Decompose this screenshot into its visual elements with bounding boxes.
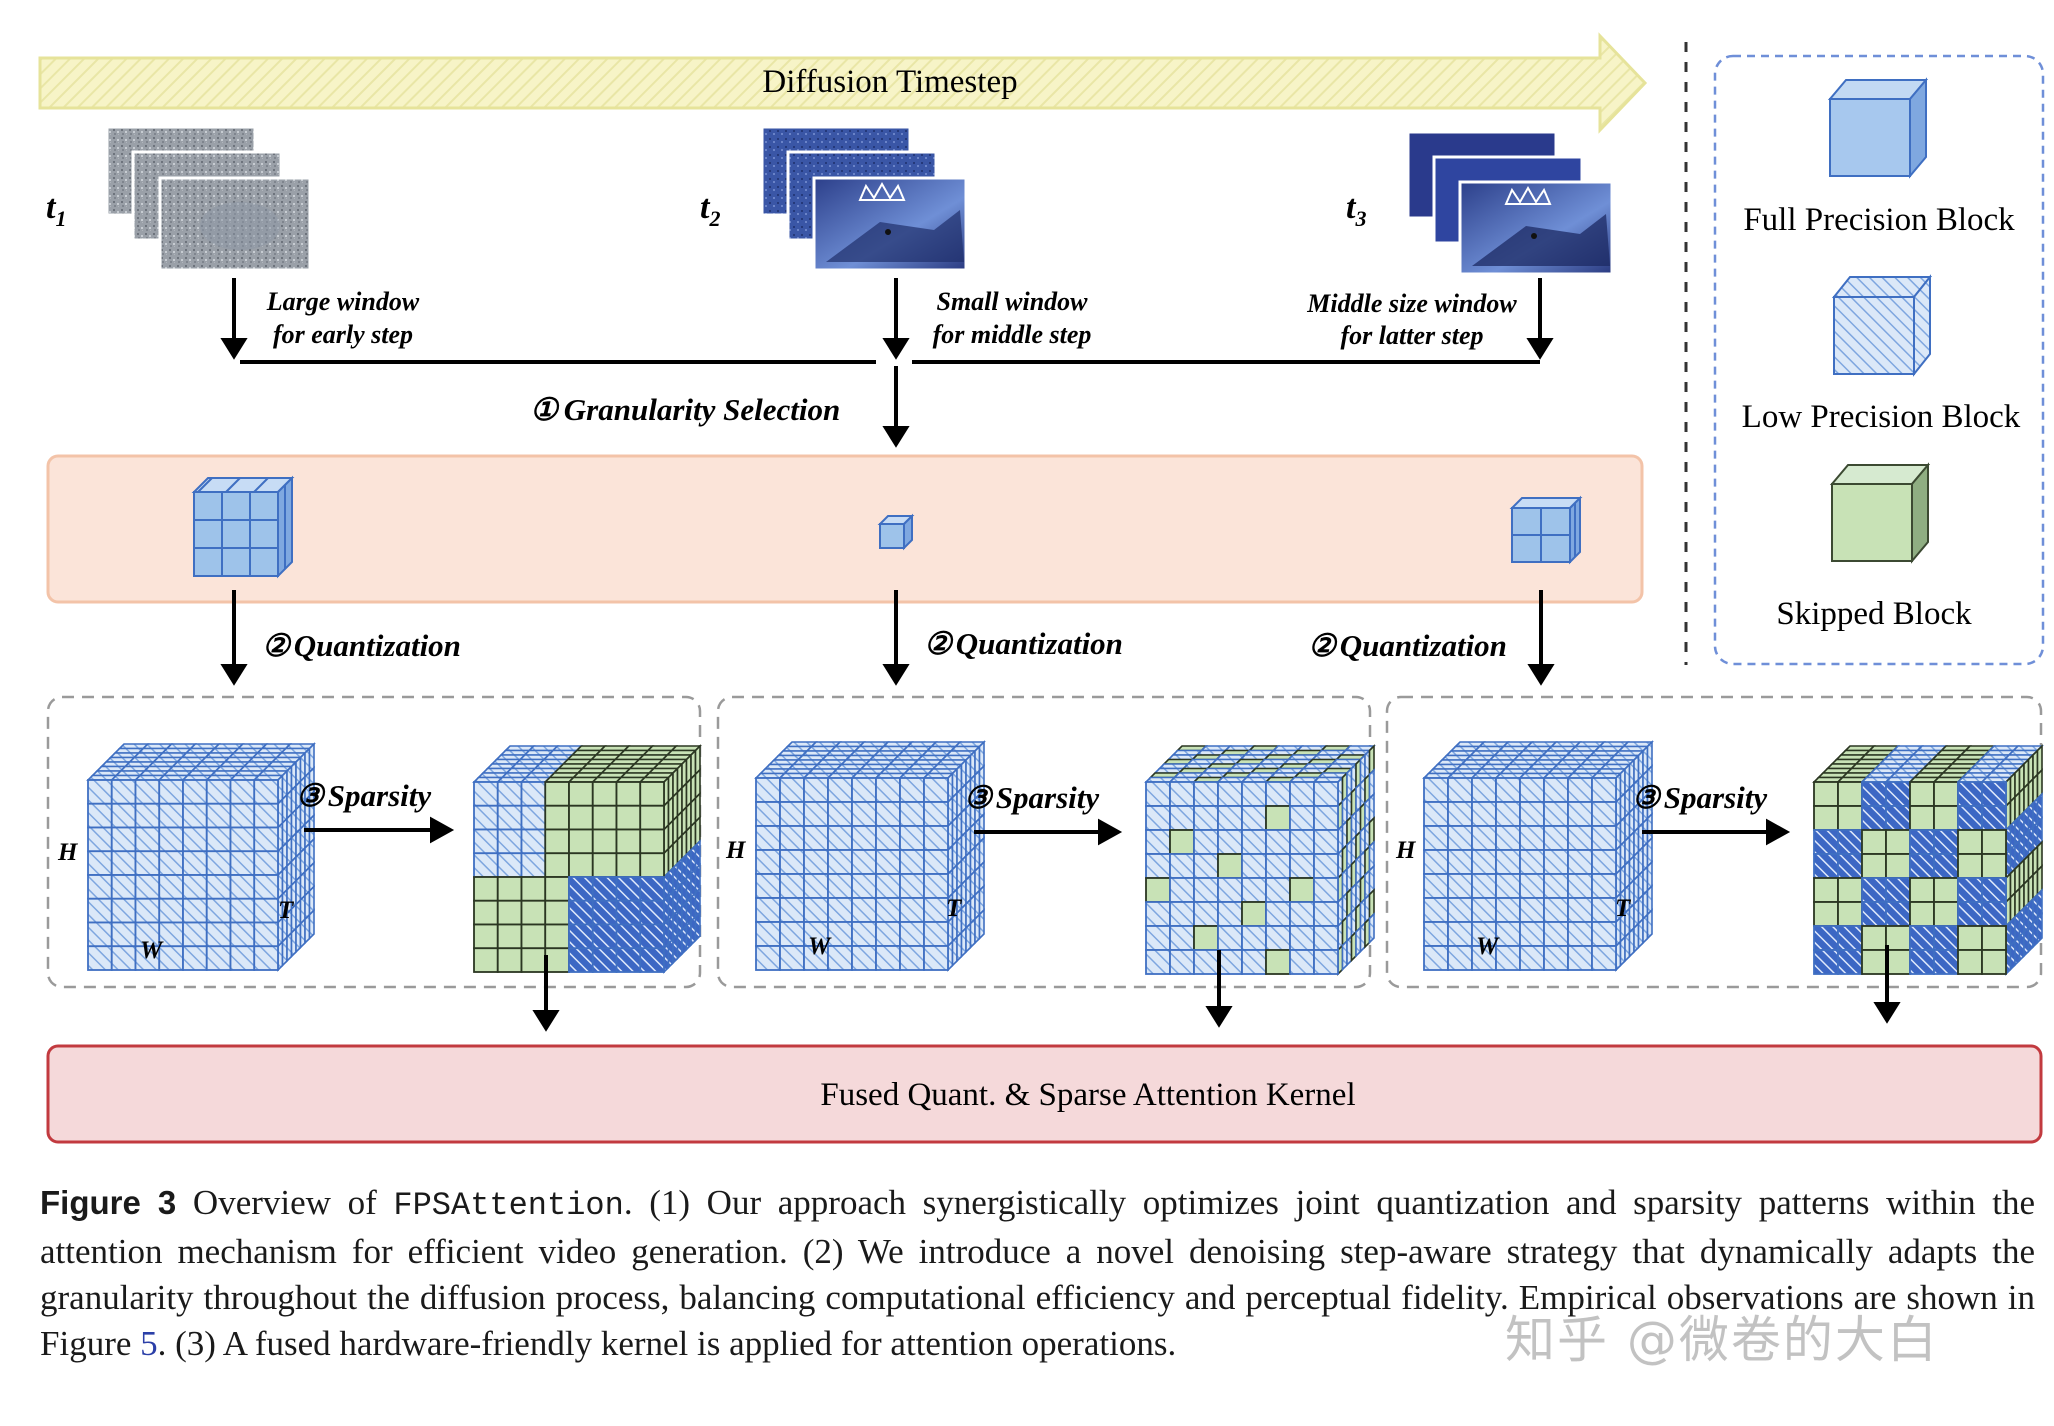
axis-h-1: H	[57, 839, 79, 866]
window-cube-small	[877, 513, 915, 551]
t2-label: t2	[700, 189, 720, 231]
note-t3-line1: Middle size window	[1306, 289, 1517, 318]
watermark: 知乎 @微卷的大白	[1505, 1311, 1939, 1369]
caption-method-name: FPSAttention	[393, 1187, 624, 1224]
note-t2-line1: Small window	[937, 287, 1089, 316]
note-t2-line2: for middle step	[933, 320, 1092, 349]
kernel-arrows	[532, 945, 1901, 1032]
caption-figure-ref[interactable]: 5	[140, 1324, 158, 1363]
sparsity-arrows	[304, 816, 1791, 846]
fused-kernel-box: Fused Quant. & Sparse Attention Kernel	[46, 1044, 2043, 1144]
fpsattention-diagram: Diffusion Timestep t1 t2 t3 Large window…	[38, 32, 2045, 1144]
t3-label: t3	[1346, 189, 1366, 231]
input-cube-1	[86, 742, 316, 972]
input-cube-3	[1422, 740, 1654, 972]
axis-t-1: T	[278, 897, 295, 924]
low-precision-block-icon	[1831, 274, 1933, 377]
output-cube-3	[1812, 744, 2044, 976]
granularity-arrows	[220, 278, 1554, 448]
attention-cubes	[86, 740, 2044, 976]
input-cube-2	[754, 740, 986, 972]
sparsity-panels	[46, 695, 2043, 989]
caption-text-3: . (3) A fused hardware-friendly kernel i…	[157, 1324, 1177, 1363]
window-cube-large	[191, 475, 295, 579]
timeline-label: Diffusion Timestep	[762, 64, 1017, 100]
image-stack-t2	[760, 125, 968, 272]
t1-label: t1	[46, 189, 66, 231]
axis-w-2: W	[808, 933, 832, 960]
caption-figure-number: Figure 3	[40, 1184, 177, 1221]
caption-text-2: . (1) Our approach synergistically optim…	[40, 1183, 2036, 1363]
note-t1-line1: Large window	[266, 287, 420, 316]
note-t3-line2: for latter step	[1341, 321, 1484, 350]
axis-h-2: H	[725, 837, 747, 864]
legend: Full Precision Block Low Precision Block…	[1713, 54, 2045, 666]
timeline-arrow: Diffusion Timestep	[38, 32, 1648, 134]
axis-h-3: H	[1395, 837, 1417, 864]
legend-skipped-label: Skipped Block	[1776, 596, 1972, 632]
granularity-band	[46, 454, 1644, 604]
axis-t-2: T	[946, 895, 963, 922]
legend-low-label: Low Precision Block	[1742, 399, 2021, 435]
timestep-labels: t1 t2 t3	[46, 189, 1366, 231]
axis-w-3: W	[1476, 933, 1500, 960]
caption-text-1: Overview of	[176, 1183, 394, 1222]
output-cube-2	[1144, 744, 1376, 976]
note-t1-line2: for early step	[273, 320, 413, 349]
full-precision-block-icon	[1827, 77, 1929, 179]
window-cube-medium	[1509, 495, 1583, 565]
skipped-block-icon	[1829, 462, 1931, 564]
noise-image-stack-t1	[105, 125, 312, 272]
kernel-label: Fused Quant. & Sparse Attention Kernel	[820, 1077, 1355, 1113]
figure-caption: Figure 3 Overview of FPSAttention. (1) O…	[40, 1180, 2035, 1367]
legend-full-label: Full Precision Block	[1743, 202, 2015, 238]
legend-box	[1713, 54, 2045, 666]
output-cube-1	[472, 744, 702, 974]
image-stack-t3	[1406, 130, 1614, 276]
axis-t-3: T	[1615, 895, 1632, 922]
quantization-arrows	[220, 590, 1555, 686]
axis-w-1: W	[140, 937, 164, 964]
